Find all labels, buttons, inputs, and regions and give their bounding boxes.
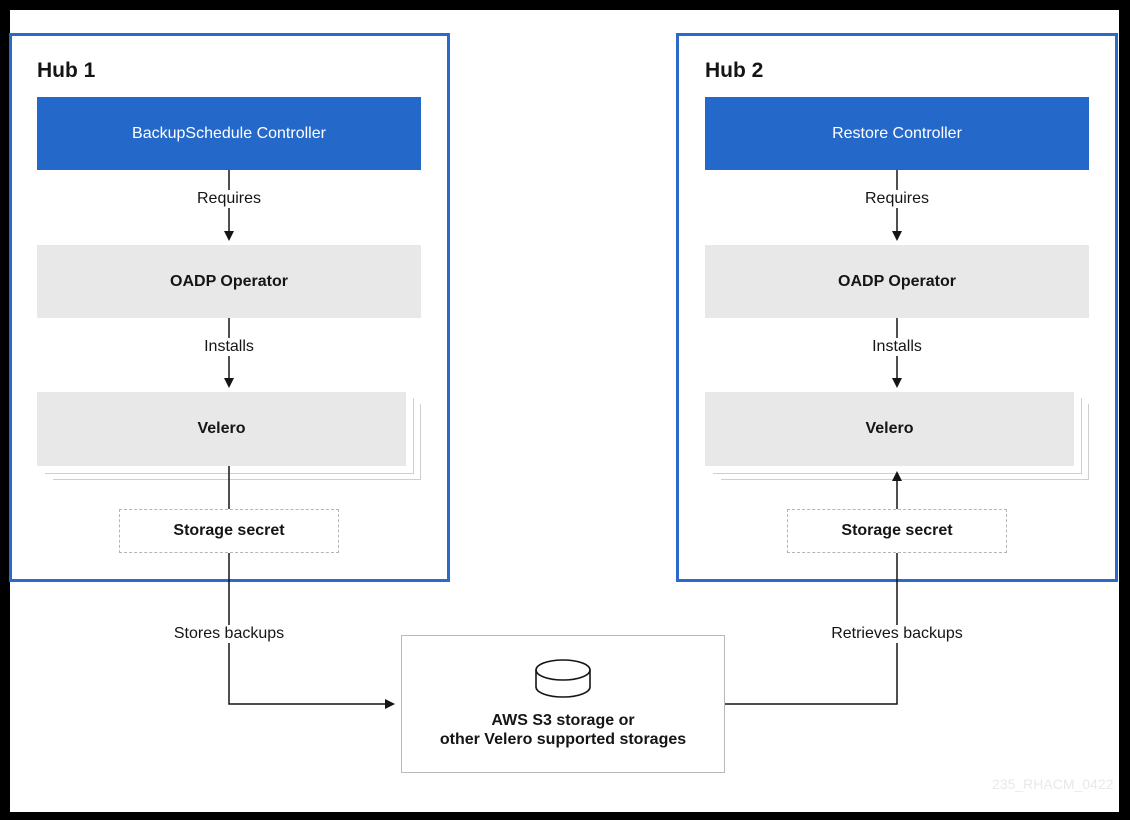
hub-2-controller: Restore Controller: [705, 97, 1089, 170]
hub-2-requires-label: Requires: [860, 190, 934, 208]
hub-1-controller: BackupSchedule Controller: [37, 97, 421, 170]
hub-2-retrieves-arrow: [725, 471, 902, 705]
figure-id-watermark: 235_RHACM_0422: [992, 776, 1114, 792]
hub-1-oadp-operator: OADP Operator: [37, 245, 421, 318]
hub-2-velero-stack-back: [721, 404, 1089, 480]
hub-1-requires-label: Requires: [192, 190, 266, 208]
hub-2-oadp-operator: OADP Operator: [705, 245, 1089, 318]
storage-line-2: other Velero supported storages: [439, 731, 687, 748]
hub-1-velero-stack-back: [53, 404, 421, 480]
hub-1-velero: Velero: [37, 392, 406, 466]
hub-1-storage-secret-overlay: Storage secret: [119, 509, 339, 553]
hub-1-stores-arrow: [228, 466, 395, 709]
hub-2-velero: Velero: [705, 392, 1074, 466]
stores-backups-label: Stores backups: [169, 625, 289, 643]
hub-2-storage-secret-overlay: Storage secret: [787, 509, 1007, 553]
hub-2-installs-label: Installs: [868, 338, 926, 356]
storage-box: AWS S3 storage or other Velero supported…: [401, 635, 725, 773]
hub-1-installs-label: Installs: [200, 338, 258, 356]
database-icon: [535, 659, 591, 698]
hub-2-title: Hub 2: [705, 59, 764, 82]
retrieves-backups-label: Retrieves backups: [827, 625, 967, 643]
storage-line-1: AWS S3 storage or: [491, 712, 635, 729]
hub-1-title: Hub 1: [37, 59, 96, 82]
